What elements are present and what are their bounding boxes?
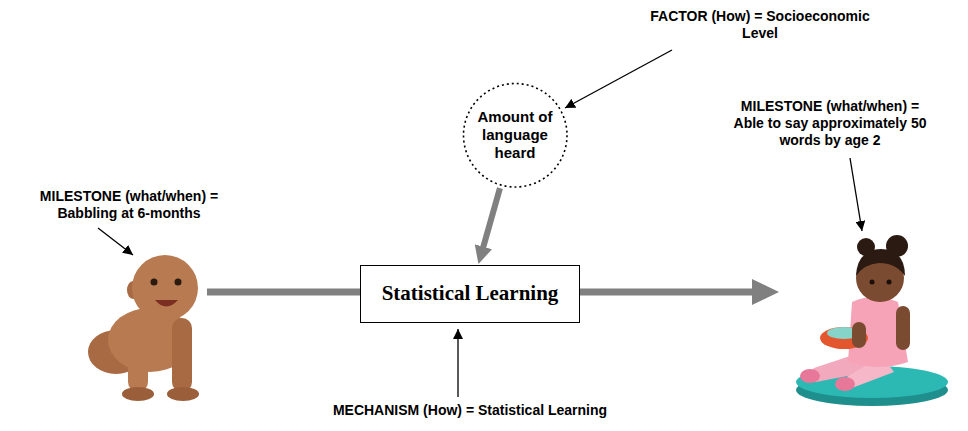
baby-arm: [172, 318, 192, 392]
toddler-eye: [870, 280, 875, 285]
crawling-baby-illustration: [88, 255, 199, 401]
baby-eye: [151, 279, 158, 286]
leader-arrow: [850, 158, 862, 231]
baby-arm: [128, 318, 148, 392]
node-text: Amount of language heard: [475, 108, 555, 162]
timeline-line: [578, 289, 756, 296]
leader-arrow: [98, 228, 133, 255]
concept-circle: Amount of language heard: [462, 82, 569, 189]
leader-arrow: [457, 329, 458, 397]
node-text: Statistical Learning: [382, 281, 559, 306]
timeline-line: [207, 289, 362, 296]
flow-connector: [481, 188, 500, 255]
toddler-shoe: [800, 369, 820, 383]
node-text-block: Amount of language heard: [475, 108, 555, 162]
timeline-arrowhead: [752, 279, 779, 305]
process-box: Statistical Learning: [360, 265, 580, 323]
toddler-arm: [896, 306, 910, 350]
toddler-eye: [887, 280, 892, 285]
toddler-hair-bun: [857, 238, 875, 256]
leader-arrow: [565, 50, 672, 108]
sitting-toddler-illustration: [796, 235, 948, 406]
baby-hand: [122, 387, 154, 401]
baby-eye: [175, 279, 182, 286]
annotation-label: MECHANISM (How) = Statistical Learning: [280, 402, 660, 419]
annotation-label: FACTOR (How) = Socioeconomic Level: [640, 8, 880, 42]
dotted-circle: [463, 83, 567, 187]
annotation-label: MILESTONE (what/when) = Babbling at 6-mo…: [25, 188, 233, 222]
annotation-label: MILESTONE (what/when) = Able to say appr…: [726, 98, 934, 148]
baby-mouth: [155, 300, 178, 307]
baby-hand: [167, 387, 199, 401]
baby-head: [132, 255, 198, 321]
node-text-block: Statistical Learning: [382, 281, 559, 306]
toddler-shoe: [835, 377, 855, 391]
toddler-arm: [852, 322, 866, 348]
toddler-hair-bun: [886, 235, 908, 257]
